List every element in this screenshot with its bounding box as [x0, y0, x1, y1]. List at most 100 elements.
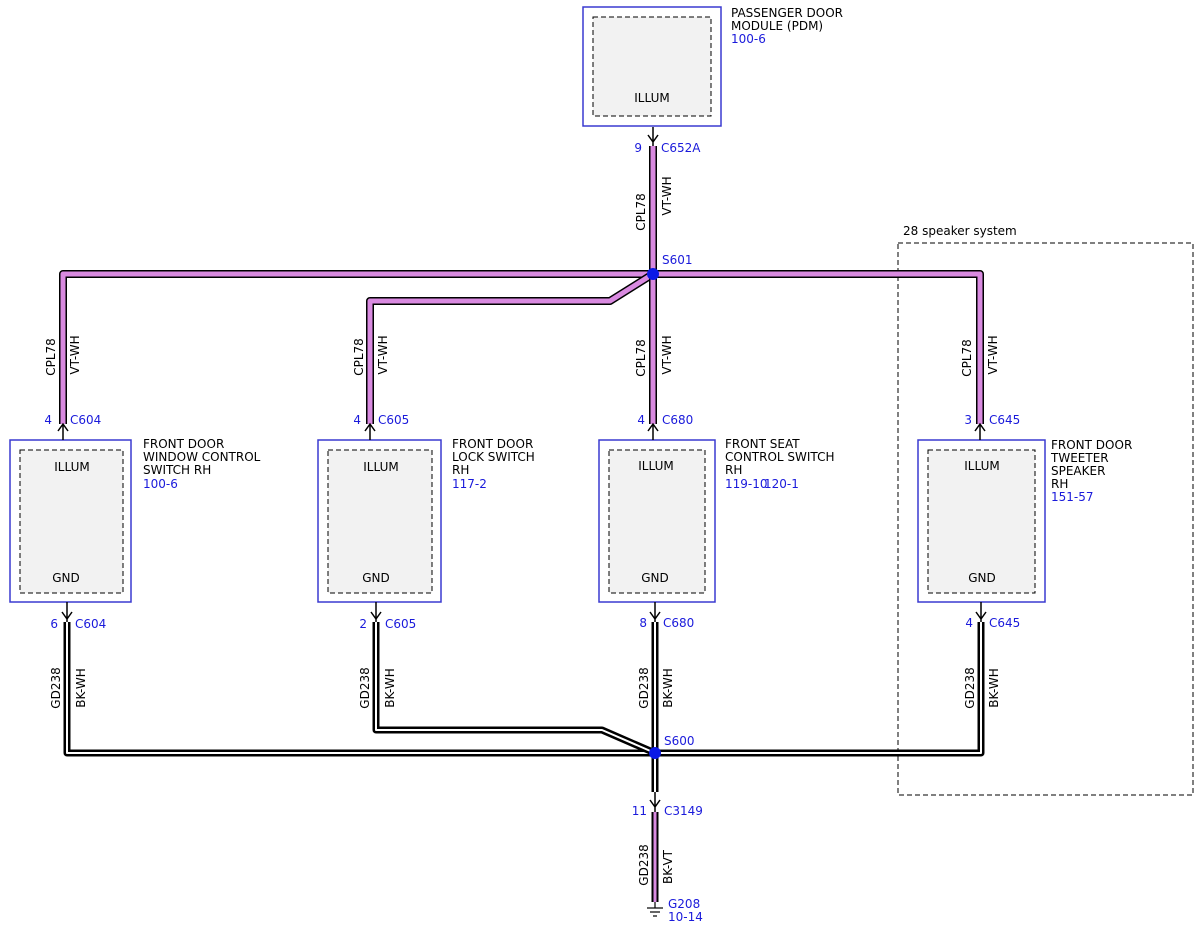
window-control-switch[interactable]: ILLUM GND: [9, 439, 132, 603]
tweeter-title-1: FRONT DOOR: [1051, 438, 1132, 452]
tweeter-gnd: GND: [968, 571, 996, 585]
tweeter-top-circuit: CPL78: [960, 339, 974, 377]
window-switch-bottom-connector[interactable]: C604: [75, 617, 106, 631]
lock-switch-ref-link[interactable]: 117-2: [452, 477, 487, 491]
g208-name[interactable]: G208: [668, 897, 700, 911]
seat-switch-illum: ILLUM: [638, 459, 673, 473]
lock-switch-title-3: RH: [452, 463, 469, 477]
window-switch-title-3: SWITCH RH: [143, 463, 211, 477]
window-switch-title-2: WINDOW CONTROL: [143, 450, 261, 464]
splice-s601[interactable]: [647, 268, 659, 280]
speaker-system-label: 28 speaker system: [903, 224, 1017, 238]
seat-switch-bottom-pin: 8: [639, 616, 647, 630]
window-switch-bottom-wire-color: BK-WH: [74, 668, 88, 708]
window-switch-title-1: FRONT DOOR: [143, 437, 224, 451]
tweeter-top-arrow: [974, 422, 986, 440]
speaker-system-group: [897, 242, 1194, 796]
lock-switch-bottom-connector[interactable]: C605: [385, 617, 416, 631]
door-lock-switch[interactable]: ILLUM GND: [317, 439, 442, 603]
seat-switch-bottom-arrow: [649, 602, 661, 622]
g208-wire-color: BK-VT: [661, 849, 675, 884]
c3149-connector[interactable]: C3149: [664, 804, 703, 818]
seat-switch-ref2-link[interactable]: 120-1: [764, 477, 799, 491]
seat-switch-ref-link[interactable]: 119-10: [725, 477, 768, 491]
window-switch-gnd: GND: [52, 571, 80, 585]
lock-switch-gnd: GND: [362, 571, 390, 585]
window-switch-top-connector[interactable]: C604: [70, 413, 101, 427]
seat-switch-bottom-circuit: GD238: [637, 667, 651, 708]
tweeter-top-connector[interactable]: C645: [989, 413, 1020, 427]
wire-lock-switch-to-s600[interactable]: [372, 622, 657, 757]
pdm-pin-arrow: [647, 127, 659, 146]
lock-switch-top-arrow: [364, 422, 376, 440]
lock-switch-bottom-circuit: GD238: [358, 667, 372, 708]
g208-circuit: GD238: [637, 844, 651, 885]
seat-switch-top-wire-color: VT-WH: [660, 335, 674, 374]
splice-s600[interactable]: [649, 747, 661, 759]
window-switch-bottom-pin: 6: [50, 617, 58, 631]
seat-switch-top-circuit: CPL78: [634, 339, 648, 377]
tweeter-title-3: SPEAKER: [1051, 464, 1105, 478]
seat-switch-title-2: CONTROL SWITCH: [725, 450, 834, 464]
splice-s601-label: S601: [662, 253, 693, 267]
seat-control-switch[interactable]: ILLUM GND: [598, 439, 716, 603]
window-switch-illum: ILLUM: [54, 460, 89, 474]
pdm-wire-color: VT-WH: [660, 176, 674, 215]
tweeter-bottom-pin: 4: [965, 616, 973, 630]
c3149-arrow: [649, 792, 661, 812]
splice-s600-label: S600: [664, 734, 695, 748]
g208-ref-link[interactable]: 10-14: [668, 910, 703, 924]
window-switch-bottom-arrow: [61, 602, 73, 622]
seat-switch-bottom-wire-color: BK-WH: [661, 668, 675, 708]
pdm-illum-label: ILLUM: [634, 91, 669, 105]
lock-switch-top-circuit: CPL78: [352, 338, 366, 376]
window-switch-bottom-circuit: GD238: [49, 667, 63, 708]
seat-switch-title-3: RH: [725, 463, 742, 477]
lock-switch-title-1: FRONT DOOR: [452, 437, 533, 451]
tweeter-speaker[interactable]: ILLUM GND: [917, 439, 1046, 603]
tweeter-bottom-arrow: [975, 602, 987, 622]
pdm-wire-circuit: CPL78: [634, 193, 648, 231]
seat-switch-bottom-connector[interactable]: C680: [663, 616, 694, 630]
wire-s601-to-lock-switch[interactable]: [366, 270, 656, 424]
tweeter-top-wire-color: VT-WH: [986, 335, 1000, 374]
tweeter-bottom-connector[interactable]: C645: [989, 616, 1020, 630]
seat-switch-gnd: GND: [641, 571, 669, 585]
window-switch-top-arrow: [57, 422, 69, 440]
lock-switch-top-pin: 4: [353, 413, 361, 427]
pdm-title-line2: MODULE (PDM): [731, 19, 823, 33]
lock-switch-top-wire-color: VT-WH: [376, 335, 390, 374]
tweeter-ref-link[interactable]: 151-57: [1051, 490, 1094, 504]
wire-tweeter-to-s600[interactable]: [655, 622, 985, 757]
tweeter-top-pin: 3: [964, 413, 972, 427]
seat-switch-top-pin: 4: [637, 413, 645, 427]
lock-switch-bottom-wire-color: BK-WH: [383, 668, 397, 708]
tweeter-title-4: RH: [1051, 477, 1068, 491]
passenger-door-module[interactable]: ILLUM: [582, 6, 722, 127]
pdm-connector[interactable]: C652A: [661, 141, 701, 155]
tweeter-illum: ILLUM: [964, 459, 999, 473]
pdm-ref-link[interactable]: 100-6: [731, 32, 766, 46]
seat-switch-top-connector[interactable]: C680: [662, 413, 693, 427]
seat-switch-top-arrow: [647, 422, 659, 440]
seat-switch-title-1: FRONT SEAT: [725, 437, 800, 451]
ground-symbol-icon: [647, 902, 663, 917]
tweeter-bottom-wire-color: BK-WH: [987, 668, 1001, 708]
tweeter-bottom-circuit: GD238: [963, 667, 977, 708]
pdm-title-line1: PASSENGER DOOR: [731, 6, 843, 20]
lock-switch-illum: ILLUM: [363, 460, 398, 474]
window-switch-top-wire-color: VT-WH: [68, 335, 82, 374]
lock-switch-bottom-pin: 2: [359, 617, 367, 631]
pdm-pin: 9: [634, 141, 642, 155]
lock-switch-title-2: LOCK SWITCH: [452, 450, 535, 464]
window-switch-ref-link[interactable]: 100-6: [143, 477, 178, 491]
lock-switch-bottom-arrow: [370, 602, 382, 622]
wire-s601-to-tweeter[interactable]: [653, 270, 984, 424]
ground-wires: [63, 622, 985, 902]
window-switch-top-circuit: CPL78: [44, 338, 58, 376]
window-switch-top-pin: 4: [44, 413, 52, 427]
lock-switch-top-connector[interactable]: C605: [378, 413, 409, 427]
c3149-pin: 11: [632, 804, 647, 818]
illum-wires: [59, 146, 984, 424]
